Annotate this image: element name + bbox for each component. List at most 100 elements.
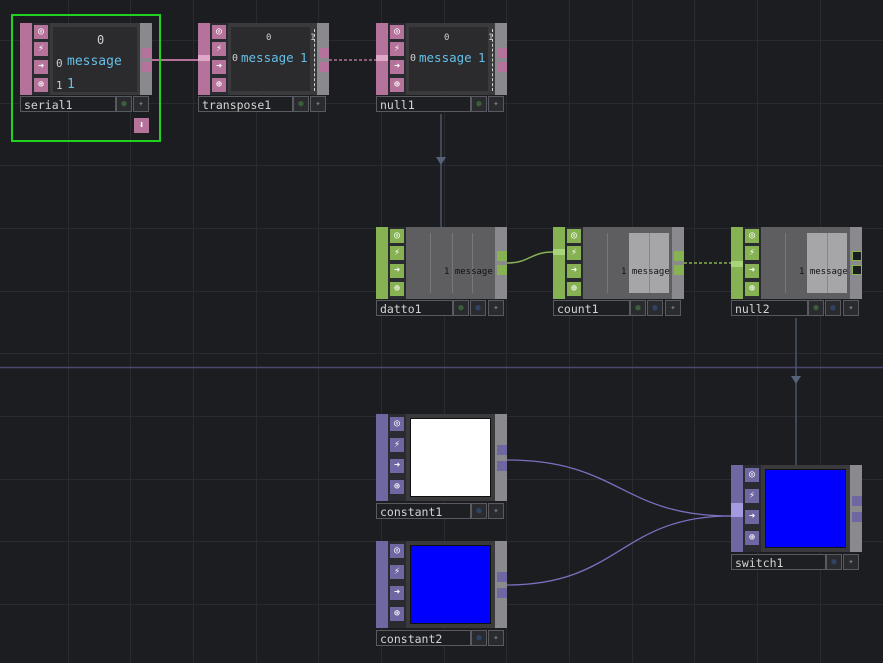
node-name[interactable]: transpose1	[198, 96, 293, 112]
viewer-toggle-icon[interactable]: ◎	[390, 25, 404, 39]
input-connector[interactable]	[376, 55, 388, 61]
ok-icon[interactable]: ✦	[665, 300, 681, 316]
ok-icon[interactable]: ✦	[843, 300, 859, 316]
output-connector[interactable]	[142, 48, 152, 58]
flag-icon[interactable]: ●	[453, 300, 469, 316]
cook-icon[interactable]: ⚡	[745, 489, 759, 503]
node-serial1[interactable]: ◎ ⚡ ➜ ⊕ 0 0 message 1 1 serial1 ● ✦	[20, 23, 152, 114]
ok-icon[interactable]: ✦	[488, 503, 504, 519]
lock-icon[interactable]: ⊕	[567, 282, 581, 296]
input-connector[interactable]	[731, 261, 743, 267]
cook-icon[interactable]: ⚡	[745, 246, 759, 260]
display-flag-icon[interactable]: ●	[826, 554, 842, 570]
bypass-arrow-icon[interactable]: ➜	[567, 264, 581, 278]
bypass-arrow-icon[interactable]: ➜	[745, 510, 759, 524]
dat-table-viewer[interactable]: 0 0 message 1 1	[50, 23, 140, 95]
node-name[interactable]: null2	[731, 300, 808, 316]
output-connector[interactable]	[497, 48, 507, 58]
viewer-toggle-icon[interactable]: ◎	[745, 229, 759, 243]
node-name[interactable]: count1	[553, 300, 630, 316]
cook-icon[interactable]: ⚡	[567, 246, 581, 260]
output-connector[interactable]	[497, 265, 507, 275]
lock-icon[interactable]: ⊕	[390, 607, 404, 621]
node-name[interactable]: switch1	[731, 554, 826, 570]
output-connector[interactable]	[852, 265, 862, 275]
node-null2[interactable]: ◎ ⚡ ➜ ⊕ 1 message null2 ● ● ✦	[731, 227, 862, 318]
ok-icon[interactable]: ✦	[133, 96, 149, 112]
node-constant2[interactable]: ◎ ⚡ ➜ ⊕ constant2 ● ✦	[376, 541, 507, 647]
lock-icon[interactable]: ⊕	[390, 282, 404, 296]
ok-icon[interactable]: ✦	[488, 96, 504, 112]
display-flag-icon[interactable]: ●	[471, 630, 487, 646]
cook-icon[interactable]: ⚡	[390, 246, 404, 260]
bypass-arrow-icon[interactable]: ➜	[390, 60, 404, 74]
output-connector[interactable]	[497, 461, 507, 471]
ok-icon[interactable]: ✦	[488, 300, 504, 316]
dat-table-viewer[interactable]: 0 1 0 message 1	[406, 23, 495, 95]
cook-icon[interactable]: ⚡	[34, 42, 48, 56]
lock-icon[interactable]: ⊕	[745, 531, 759, 545]
lock-icon[interactable]: ⊕	[390, 480, 404, 494]
flag-icon[interactable]: ●	[116, 96, 132, 112]
bypass-arrow-icon[interactable]: ➜	[390, 264, 404, 278]
node-datto1[interactable]: ◎ ⚡ ➜ ⊕ 1 message datto1 ● ● ✦	[376, 227, 507, 318]
texture-viewer[interactable]	[406, 541, 495, 628]
bypass-arrow-icon[interactable]: ➜	[390, 586, 404, 600]
viewer-toggle-icon[interactable]: ◎	[390, 417, 404, 431]
node-name[interactable]: constant1	[376, 503, 471, 519]
lock-icon[interactable]: ⊕	[212, 78, 226, 92]
display-flag-icon[interactable]: ●	[825, 300, 841, 316]
output-connector[interactable]	[852, 251, 862, 261]
node-switch1[interactable]: ◎ ⚡ ➜ ⊕ switch1 ● ✦	[731, 465, 862, 571]
input-connector[interactable]	[198, 55, 210, 61]
output-connector[interactable]	[319, 62, 329, 72]
cook-icon[interactable]: ⚡	[390, 42, 404, 56]
chop-channel-viewer[interactable]: 1 message	[761, 227, 850, 299]
node-name[interactable]: serial1	[20, 96, 116, 112]
node-name[interactable]: null1	[376, 96, 471, 112]
node-name[interactable]: constant2	[376, 630, 471, 646]
download-icon[interactable]: ⬇	[134, 118, 149, 133]
output-connector[interactable]	[497, 62, 507, 72]
bypass-arrow-icon[interactable]: ➜	[390, 459, 404, 473]
node-name[interactable]: datto1	[376, 300, 453, 316]
display-flag-icon[interactable]: ●	[470, 300, 486, 316]
lock-icon[interactable]: ⊕	[745, 282, 759, 296]
viewer-toggle-icon[interactable]: ◎	[745, 468, 759, 482]
flag-icon[interactable]: ●	[471, 96, 487, 112]
viewer-toggle-icon[interactable]: ◎	[212, 25, 226, 39]
lock-icon[interactable]: ⊕	[390, 78, 404, 92]
output-connector[interactable]	[142, 62, 152, 72]
cook-icon[interactable]: ⚡	[212, 42, 226, 56]
display-flag-icon[interactable]: ●	[471, 503, 487, 519]
node-transpose1[interactable]: ◎ ⚡ ➜ ⊕ 0 1 0 message 1 transpose1 ● ✦	[198, 23, 329, 114]
flag-icon[interactable]: ●	[293, 96, 309, 112]
output-connector[interactable]	[497, 445, 507, 455]
cook-icon[interactable]: ⚡	[390, 565, 404, 579]
output-connector[interactable]	[852, 496, 862, 506]
output-connector[interactable]	[852, 512, 862, 522]
bypass-arrow-icon[interactable]: ➜	[34, 60, 48, 74]
display-flag-icon[interactable]: ●	[647, 300, 663, 316]
flag-icon[interactable]: ●	[808, 300, 824, 316]
viewer-toggle-icon[interactable]: ◎	[567, 229, 581, 243]
texture-viewer[interactable]	[406, 414, 495, 501]
chop-channel-viewer[interactable]: 1 message	[583, 227, 672, 299]
output-connector[interactable]	[497, 251, 507, 261]
viewer-toggle-icon[interactable]: ◎	[390, 544, 404, 558]
output-connector[interactable]	[319, 48, 329, 58]
input-connector[interactable]	[553, 249, 565, 255]
ok-icon[interactable]: ✦	[310, 96, 326, 112]
viewer-toggle-icon[interactable]: ◎	[390, 229, 404, 243]
output-connector[interactable]	[497, 572, 507, 582]
ok-icon[interactable]: ✦	[488, 630, 504, 646]
bypass-arrow-icon[interactable]: ➜	[745, 264, 759, 278]
output-connector[interactable]	[674, 265, 684, 275]
input-connector[interactable]	[731, 503, 743, 517]
bypass-arrow-icon[interactable]: ➜	[212, 60, 226, 74]
node-count1[interactable]: ◎ ⚡ ➜ ⊕ 1 message count1 ● ● ✦	[553, 227, 684, 318]
node-constant1[interactable]: ◎ ⚡ ➜ ⊕ constant1 ● ✦	[376, 414, 507, 520]
output-connector[interactable]	[674, 251, 684, 261]
node-null1[interactable]: ◎ ⚡ ➜ ⊕ 0 1 0 message 1 null1 ● ✦	[376, 23, 507, 114]
chop-channel-viewer[interactable]: 1 message	[406, 227, 495, 299]
